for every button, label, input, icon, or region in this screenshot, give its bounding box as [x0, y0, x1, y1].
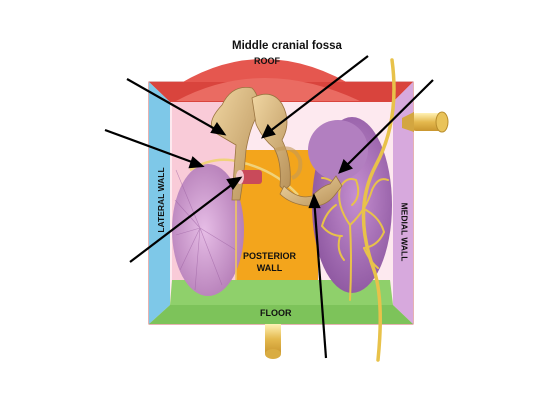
auditory-tube-cylinder [412, 113, 442, 131]
posterior-wall-label-line1: POSTERIOR [243, 251, 297, 261]
pointer-arrows [104, 55, 434, 359]
lateral-wall-label: LATERAL WALL [155, 167, 166, 233]
pointer-arrow-3 [129, 179, 239, 263]
floor-wall [149, 305, 413, 324]
incus [251, 93, 291, 190]
posterior-wall-label-line2: WALL [256, 263, 283, 273]
tensor-tympani-muscle [240, 170, 262, 184]
medial-wall [393, 82, 413, 324]
pointer-arrow-4 [264, 55, 369, 136]
posterior-wall-label: POSTERIOR WALL [243, 250, 296, 274]
pointer-arrow-1 [126, 78, 223, 134]
roof-dome [170, 59, 395, 90]
lateral-wall [149, 82, 170, 324]
tympanic-membrane [172, 164, 244, 296]
floor-label: FLOOR [260, 308, 292, 318]
diagram-title: Middle cranial fossa [232, 40, 342, 52]
medial-wall-label: MEDIAL WALL [399, 202, 410, 262]
pointer-arrow-2 [104, 128, 201, 167]
roof-label: ROOF [254, 56, 280, 66]
stapes [279, 175, 343, 207]
facial-nerve [361, 58, 396, 362]
pointer-arrow-5 [341, 79, 434, 171]
pointer-arrow-6 [312, 197, 328, 359]
tympanic-plexus [321, 177, 389, 301]
floor-cylinder [265, 324, 281, 354]
